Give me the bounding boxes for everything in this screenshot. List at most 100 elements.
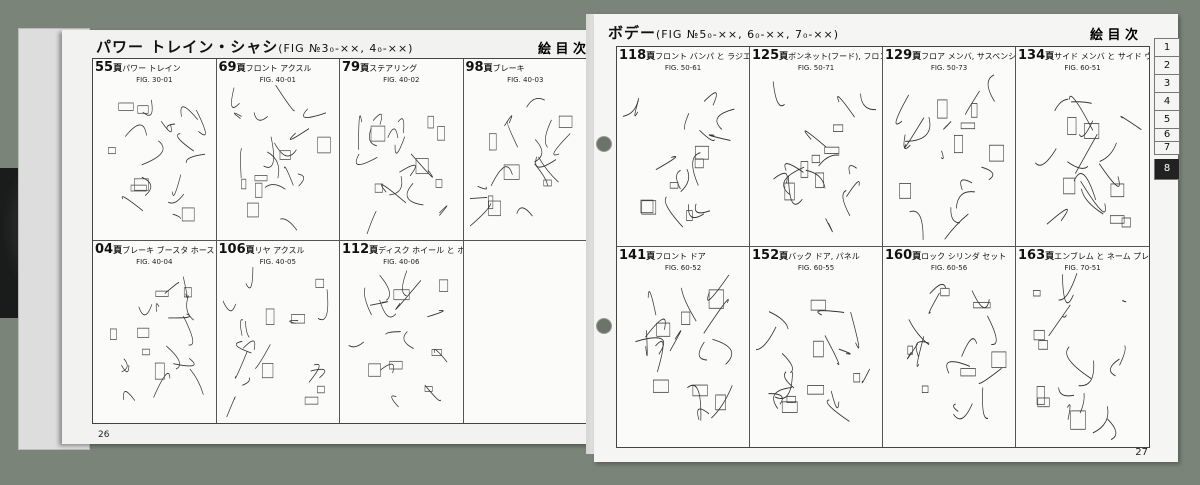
right-page-number: 27 (1135, 447, 1148, 458)
fig-number: FIG. 60-52 (664, 264, 702, 272)
cell-header (464, 241, 588, 243)
cell-page-number: 129 (885, 48, 913, 63)
fig-number: FIG. 50-61 (664, 64, 702, 72)
chapter-tab-8[interactable]: 8 (1154, 159, 1180, 180)
cell-page-suffix: 頁 (113, 64, 123, 74)
cell-part-name: ブレーキ ブースタ ホース (122, 246, 215, 255)
fig-number: FIG. 40-04 (136, 258, 173, 266)
fig-number: FIG. 30-01 (136, 76, 173, 84)
diagram-area (755, 273, 876, 441)
cell-page-suffix: 頁 (912, 252, 922, 262)
diagram-area (623, 273, 743, 441)
part-diagram (110, 276, 204, 401)
diagram-area (889, 73, 1009, 240)
cell-page-number: 163 (1018, 248, 1046, 263)
cell-page-suffix: 頁 (779, 252, 789, 262)
diagram-area (99, 85, 210, 234)
part-diagram (216, 253, 328, 423)
diagram-area (464, 85, 582, 234)
part-diagram (230, 84, 331, 231)
figure-cell[interactable] (464, 241, 588, 423)
fig-number: FIG. 60-51 (1064, 64, 1101, 72)
fig-number: FIG. 60-55 (797, 264, 835, 272)
cell-part-name: ボンネット(フード), フロント フエンダ と スポイラ (788, 52, 882, 61)
cell-page-number: 55 (95, 60, 114, 75)
cell-part-name: バック ドア, パネル (788, 252, 860, 261)
chapter-tab-7[interactable]: 7 (1154, 142, 1180, 155)
chapter-tab-5[interactable]: 5 (1154, 111, 1180, 129)
cell-page-suffix: 頁 (245, 246, 255, 256)
cell-header: 118頁フロント バンパ と ラジエータ グリル (617, 47, 749, 64)
figure-cell[interactable]: 129頁フロア メンバ, サスペンション クロスメンバ と アンダカバーFIG.… (883, 47, 1016, 247)
cell-header: 141頁フロント ドア (617, 247, 749, 264)
right-toc-mark: 絵 目 次 (1089, 28, 1138, 43)
figure-cell[interactable]: 112頁ディスク ホイール と ホイール キャップFIG. 40-06 (340, 241, 464, 423)
cell-page-number: 112 (342, 242, 370, 257)
fig-number: FIG. 50-71 (797, 64, 835, 72)
diagram-area (756, 73, 880, 240)
cell-page-number: 118 (619, 48, 647, 63)
figure-cell[interactable]: 125頁ボンネット(フード), フロント フエンダ と スポイラFIG. 50-… (750, 47, 883, 247)
cell-page-suffix: 頁 (483, 64, 493, 74)
binder-hole-top (596, 136, 612, 152)
chapter-tab-4[interactable]: 4 (1154, 93, 1180, 111)
left-page: パワー トレイン・シャシ(FIG №3₀-××, 4₀-××) 絵 目 次 55… (62, 30, 594, 444)
cell-header: 79頁ステアリング (340, 59, 463, 76)
cell-part-name: エンブレム と ネーム プレート (1054, 252, 1149, 261)
fig-number: FIG. 40-03 (507, 76, 544, 84)
cell-page-number: 134 (1018, 48, 1046, 63)
cell-header: 125頁ボンネット(フード), フロント フエンダ と スポイラ (750, 47, 882, 64)
cell-header: 55頁パワー トレイン (93, 59, 216, 76)
part-diagram (635, 274, 733, 421)
cell-header: 04頁ブレーキ ブースタ ホース (93, 241, 216, 258)
cell-page-suffix: 頁 (779, 52, 789, 62)
chapter-tab-6[interactable]: 6 (1154, 129, 1180, 142)
fig-number: FIG. 40-05 (259, 258, 296, 266)
right-figure-grid: 118頁フロント バンパ と ラジエータ グリルFIG. 50-61125頁ボン… (616, 46, 1150, 448)
cell-part-name: ディスク ホイール と ホイール キャップ (378, 246, 462, 255)
cell-header: 160頁ロック シリンダ セット (883, 247, 1015, 264)
right-section-title: ボデー(FIG №5₀-××, 6₀-××, 7₀-××) (608, 24, 840, 42)
cell-part-name: フロント バンパ と ラジエータ グリル (655, 52, 749, 61)
cell-part-name: ロック シリンダ セット (921, 252, 1007, 261)
cell-page-number: 69 (218, 60, 237, 75)
cell-page-number: 141 (619, 248, 647, 263)
figure-cell[interactable]: 118頁フロント バンパ と ラジエータ グリルFIG. 50-61 (617, 47, 750, 247)
chapter-tab-1[interactable]: 1 (1154, 38, 1180, 57)
chapter-tab-2[interactable]: 2 (1154, 57, 1180, 75)
diagram-area (346, 267, 457, 417)
cell-part-name: リヤ アクスル (254, 246, 305, 255)
figure-cell[interactable]: 163頁エンブレム と ネーム プレートFIG. 70-51 (1016, 247, 1149, 447)
part-diagram (348, 270, 449, 408)
diagram-area (346, 85, 457, 239)
fig-number: FIG. 50-73 (930, 64, 968, 72)
cell-part-name: パワー トレイン (122, 64, 181, 73)
figure-cell[interactable]: 134頁サイド メンバ と サイド ウインドウFIG. 60-51 (1016, 47, 1149, 247)
fig-number: FIG. 40-01 (259, 76, 296, 84)
cell-page-suffix: 頁 (360, 64, 370, 74)
cell-page-suffix: 頁 (236, 64, 246, 74)
fig-number: FIG. 40-02 (383, 76, 420, 84)
fig-number: FIG. 40-06 (383, 258, 420, 266)
cell-page-number: 04 (95, 242, 114, 257)
diagram-area (1022, 73, 1143, 240)
diagram-area (618, 73, 743, 240)
cell-header: 129頁フロア メンバ, サスペンション クロスメンバ と アンダカバー (883, 47, 1015, 64)
cell-page-number: 125 (752, 48, 780, 63)
cell-page-suffix: 頁 (646, 252, 656, 262)
chapter-tab-3[interactable]: 3 (1154, 75, 1180, 93)
part-diagram (1033, 272, 1127, 441)
left-toc-mark: 絵 目 次 (537, 42, 586, 57)
part-diagram (895, 74, 1004, 240)
